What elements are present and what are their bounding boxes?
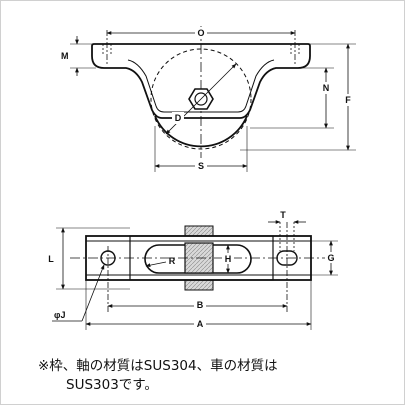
dim-label-t: T (280, 210, 286, 220)
dim-label-l: L (48, 254, 54, 264)
dim-label-phi-j: φJ (54, 310, 65, 320)
wheel-lower-arc (154, 115, 248, 148)
material-note: ※枠、軸の材質はSUS304、車の材質は SUS303です。 (38, 357, 378, 395)
dim-label-n: N (323, 83, 330, 93)
technical-drawing: O M N F D S (48, 26, 356, 330)
front-view: O M N F D S (61, 26, 356, 172)
material-note-line-2: SUS303です。 (66, 377, 158, 393)
bracket-body (91, 43, 311, 119)
dim-label-h: H (225, 254, 232, 264)
dim-label-r: R (169, 256, 176, 266)
dim-label-f: F (345, 95, 351, 105)
dim-label-g: G (327, 253, 334, 263)
material-note-line-1: ※枠、軸の材質はSUS304、車の材質は (38, 358, 278, 374)
top-view: T L R H G B A φJ (48, 210, 338, 330)
dim-label-o: O (197, 28, 204, 38)
dim-label-d: D (175, 113, 182, 123)
dim-label-m: M (61, 51, 69, 61)
dim-label-s: S (198, 161, 204, 171)
dim-label-a: A (197, 319, 204, 329)
dim-label-b: B (197, 300, 204, 310)
